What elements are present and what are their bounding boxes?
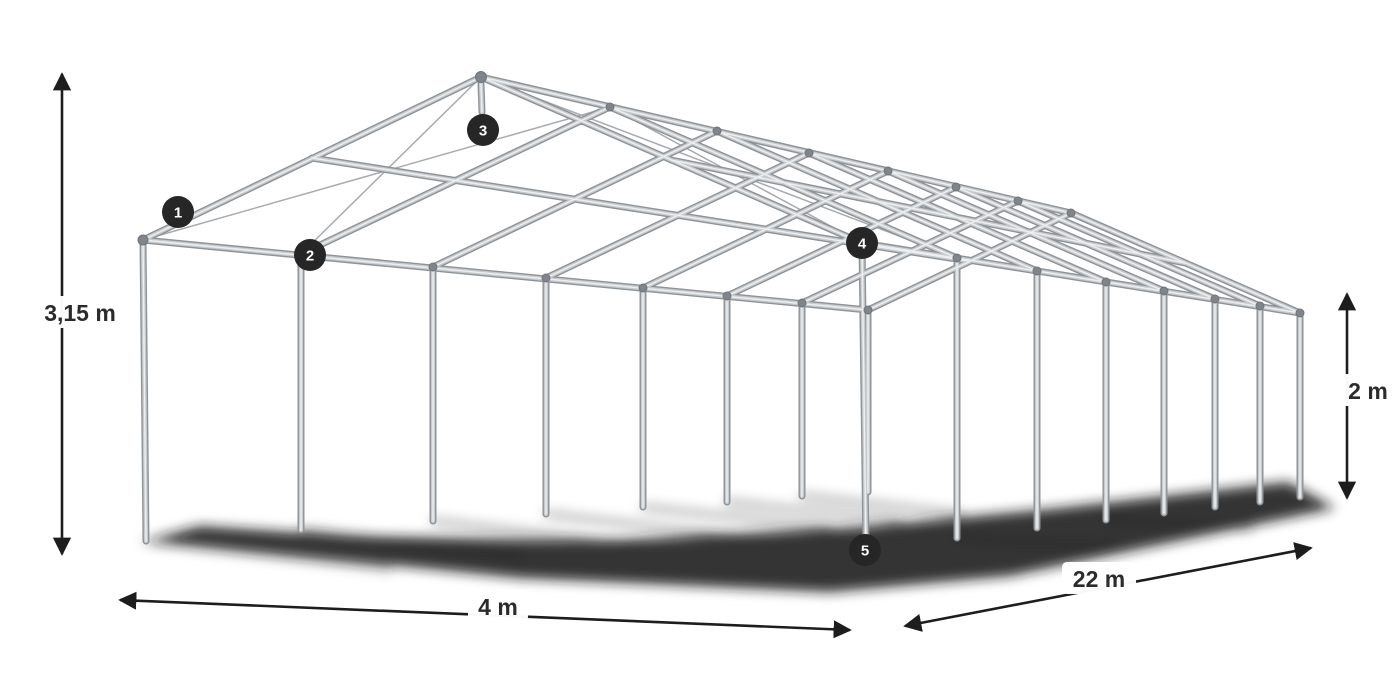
- length-dimension: 22 m: [903, 542, 1313, 632]
- marker-5[interactable]: 5: [849, 534, 881, 566]
- side-height-label: 2 m: [1348, 378, 1388, 404]
- marker-4[interactable]: 4: [846, 227, 878, 259]
- total-height-label-bg: [34, 296, 126, 328]
- length-label: 22 m: [1073, 566, 1125, 592]
- frame-tubes-body-layer: [143, 77, 1300, 549]
- marker-5-badge[interactable]: [849, 534, 881, 566]
- marker-1-badge[interactable]: [162, 196, 194, 228]
- marker-3-label: 3: [479, 123, 487, 140]
- width-dimension: 4 m: [118, 590, 852, 639]
- total-height-label: 3,15 m: [44, 300, 116, 326]
- frame-tubes-outline-layer: [143, 77, 1300, 549]
- side-height-dimension: 2 m: [1337, 292, 1396, 500]
- tent-frame: [137, 71, 1305, 550]
- frame-tubes-highlight-layer: [142, 76, 1301, 550]
- roof-brace-cables: [142, 76, 958, 259]
- marker-4-label: 4: [858, 236, 867, 253]
- hotspot-markers: 1 2 3 4 5: [162, 114, 881, 566]
- dimension-annotations: 3,15 m 2 m 4 m 22 m: [34, 72, 1396, 639]
- total-height-dimension: 3,15 m: [34, 72, 126, 556]
- marker-3-badge[interactable]: [467, 114, 499, 146]
- marker-5-label: 5: [861, 543, 869, 560]
- ground-shadow: [143, 482, 1335, 592]
- marker-1-label: 1: [174, 205, 182, 222]
- width-label: 4 m: [478, 594, 518, 620]
- marker-4-badge[interactable]: [846, 227, 878, 259]
- marker-2-badge[interactable]: [294, 239, 326, 271]
- width-label-bg: [468, 590, 528, 622]
- marker-1[interactable]: 1: [162, 196, 194, 228]
- marker-3[interactable]: 3: [467, 114, 499, 146]
- length-label-bg: [1062, 562, 1136, 594]
- side-height-label-bg: [1340, 374, 1396, 406]
- marker-2-label: 2: [306, 248, 314, 265]
- marker-2[interactable]: 2: [294, 239, 326, 271]
